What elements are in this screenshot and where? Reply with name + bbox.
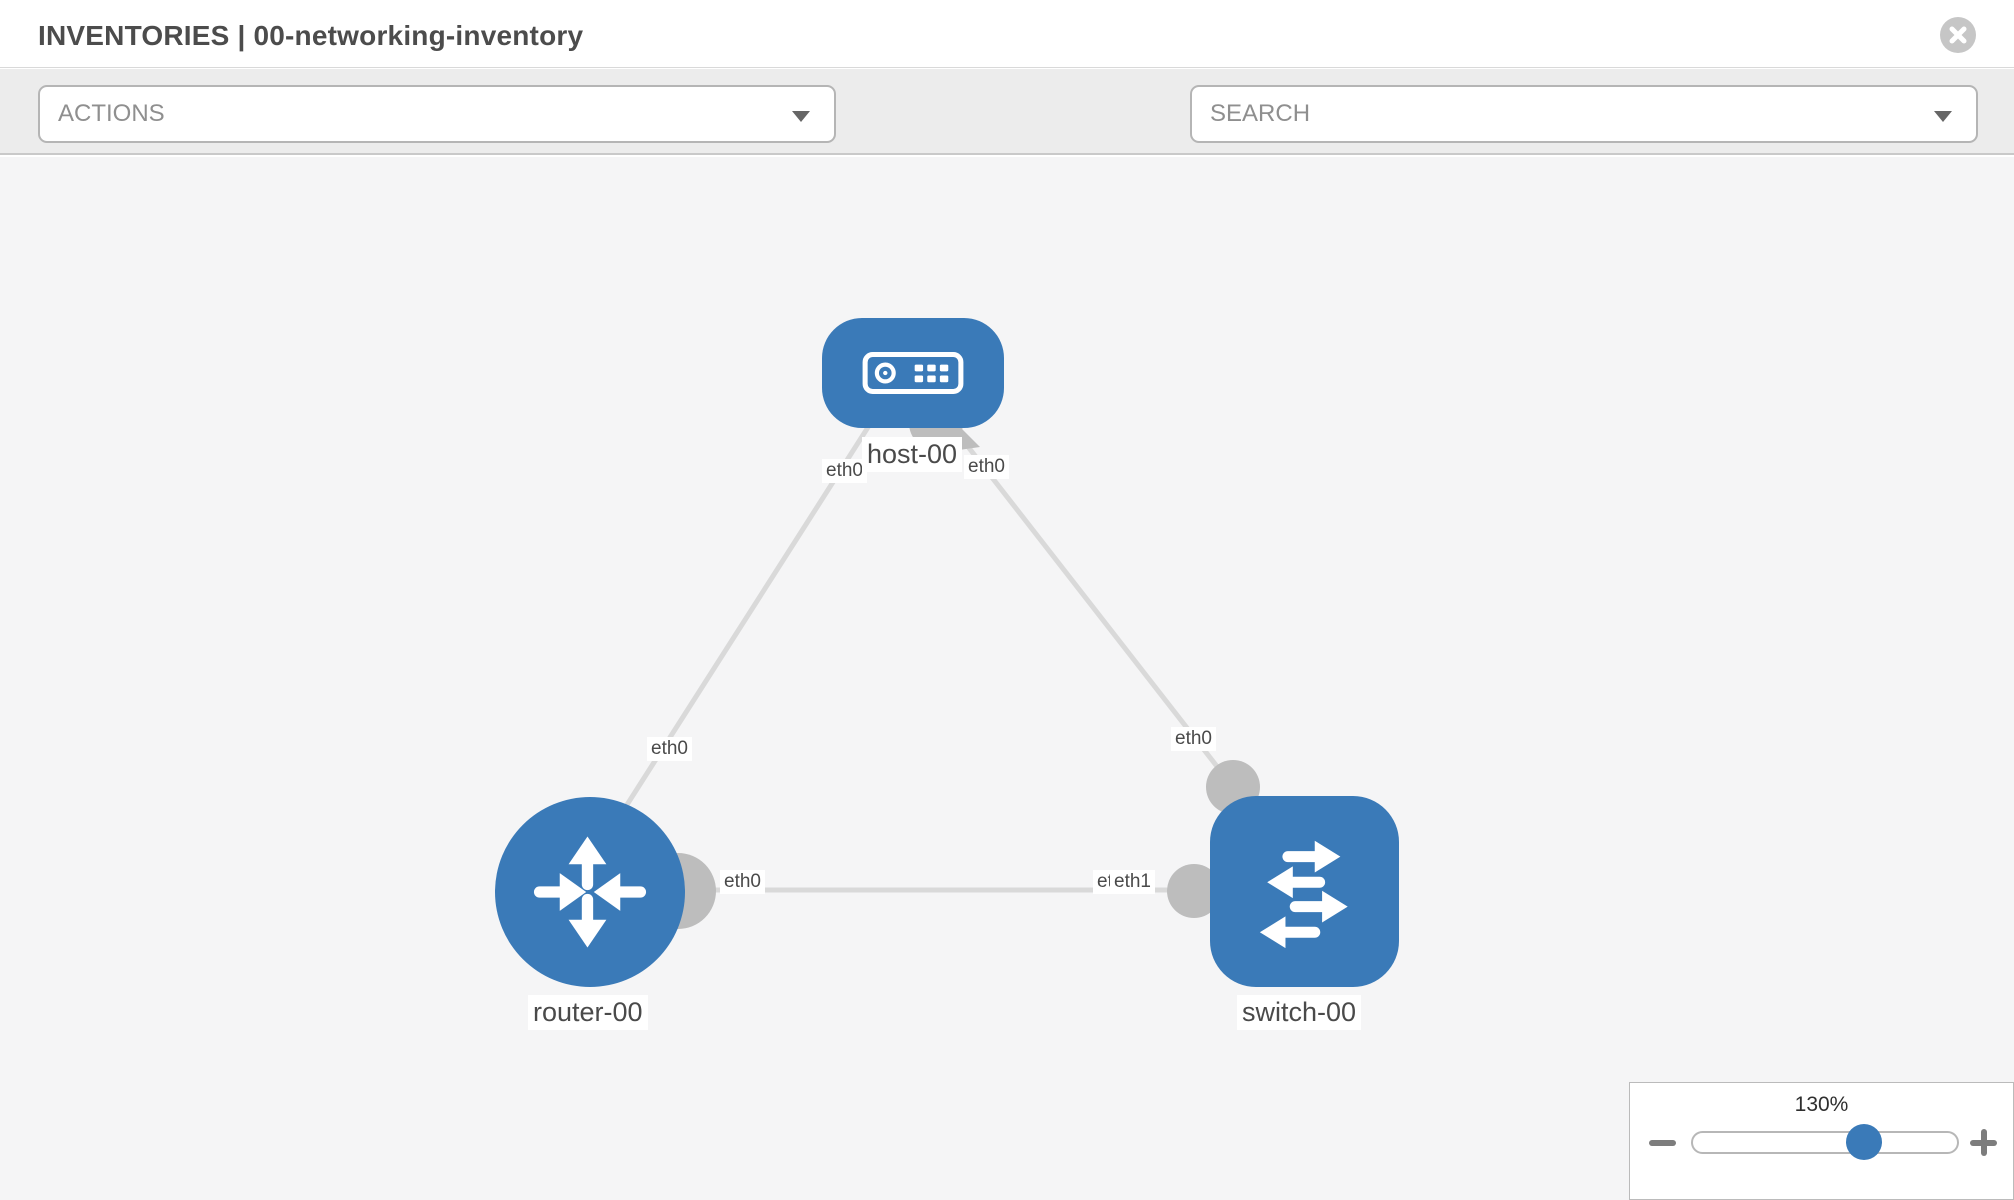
search-dropdown-label: SEARCH [1210, 100, 1311, 127]
interface-label-router-link-eth0: eth0 [647, 737, 692, 761]
node-label-switch-00: switch-00 [1237, 995, 1362, 1030]
zoom-out-button[interactable] [1649, 1140, 1676, 1146]
node-router-00[interactable] [495, 797, 685, 987]
links-layer [590, 396, 1260, 929]
zoom-in-button[interactable] [1970, 1129, 1997, 1156]
close-button[interactable] [1940, 17, 1976, 53]
switch-icon [1259, 840, 1348, 948]
interface-label-switch-top-eth0: eth0 [1171, 727, 1216, 751]
zoom-slider-thumb[interactable] [1846, 1124, 1882, 1160]
link-host-00-switch-00[interactable] [946, 419, 1235, 789]
node-label-router-00: router-00 [528, 995, 648, 1030]
node-host-00[interactable] [822, 318, 1004, 428]
router-icon [533, 836, 647, 948]
interface-label-switch-left-eth1: eth1 [1110, 870, 1155, 894]
close-icon [1949, 26, 1967, 44]
chevron-down-icon [1934, 111, 1952, 122]
zoom-value: 130% [1794, 1093, 1849, 1116]
node-switch-00[interactable] [1210, 796, 1399, 987]
interface-label-router-right-eth0: eth0 [720, 870, 765, 894]
actions-dropdown[interactable]: ACTIONS [38, 85, 836, 143]
node-label-host-00: host-00 [862, 437, 963, 472]
interface-label-host-eth0-right: eth0 [964, 455, 1009, 479]
page-title: INVENTORIES | 00-networking-inventory [38, 20, 584, 51]
actions-dropdown-label: ACTIONS [58, 100, 165, 127]
chevron-down-icon [792, 111, 810, 122]
header-bar: INVENTORIES | 00-networking-inventory [0, 0, 2014, 68]
interface-label-host-eth0-left: eth0 [822, 459, 867, 483]
zoom-panel: 130% [1629, 1082, 2014, 1200]
toolbar: ACTIONS SEARCH [0, 69, 2014, 202]
host-icon [862, 352, 964, 394]
zoom-slider[interactable] [1691, 1124, 1959, 1160]
topology-canvas[interactable]: host-00 router-00 switch-00 eth0 eth0 et… [0, 157, 2014, 1200]
search-dropdown[interactable]: SEARCH [1190, 85, 1978, 143]
link-host-00-router-00[interactable] [597, 419, 875, 849]
